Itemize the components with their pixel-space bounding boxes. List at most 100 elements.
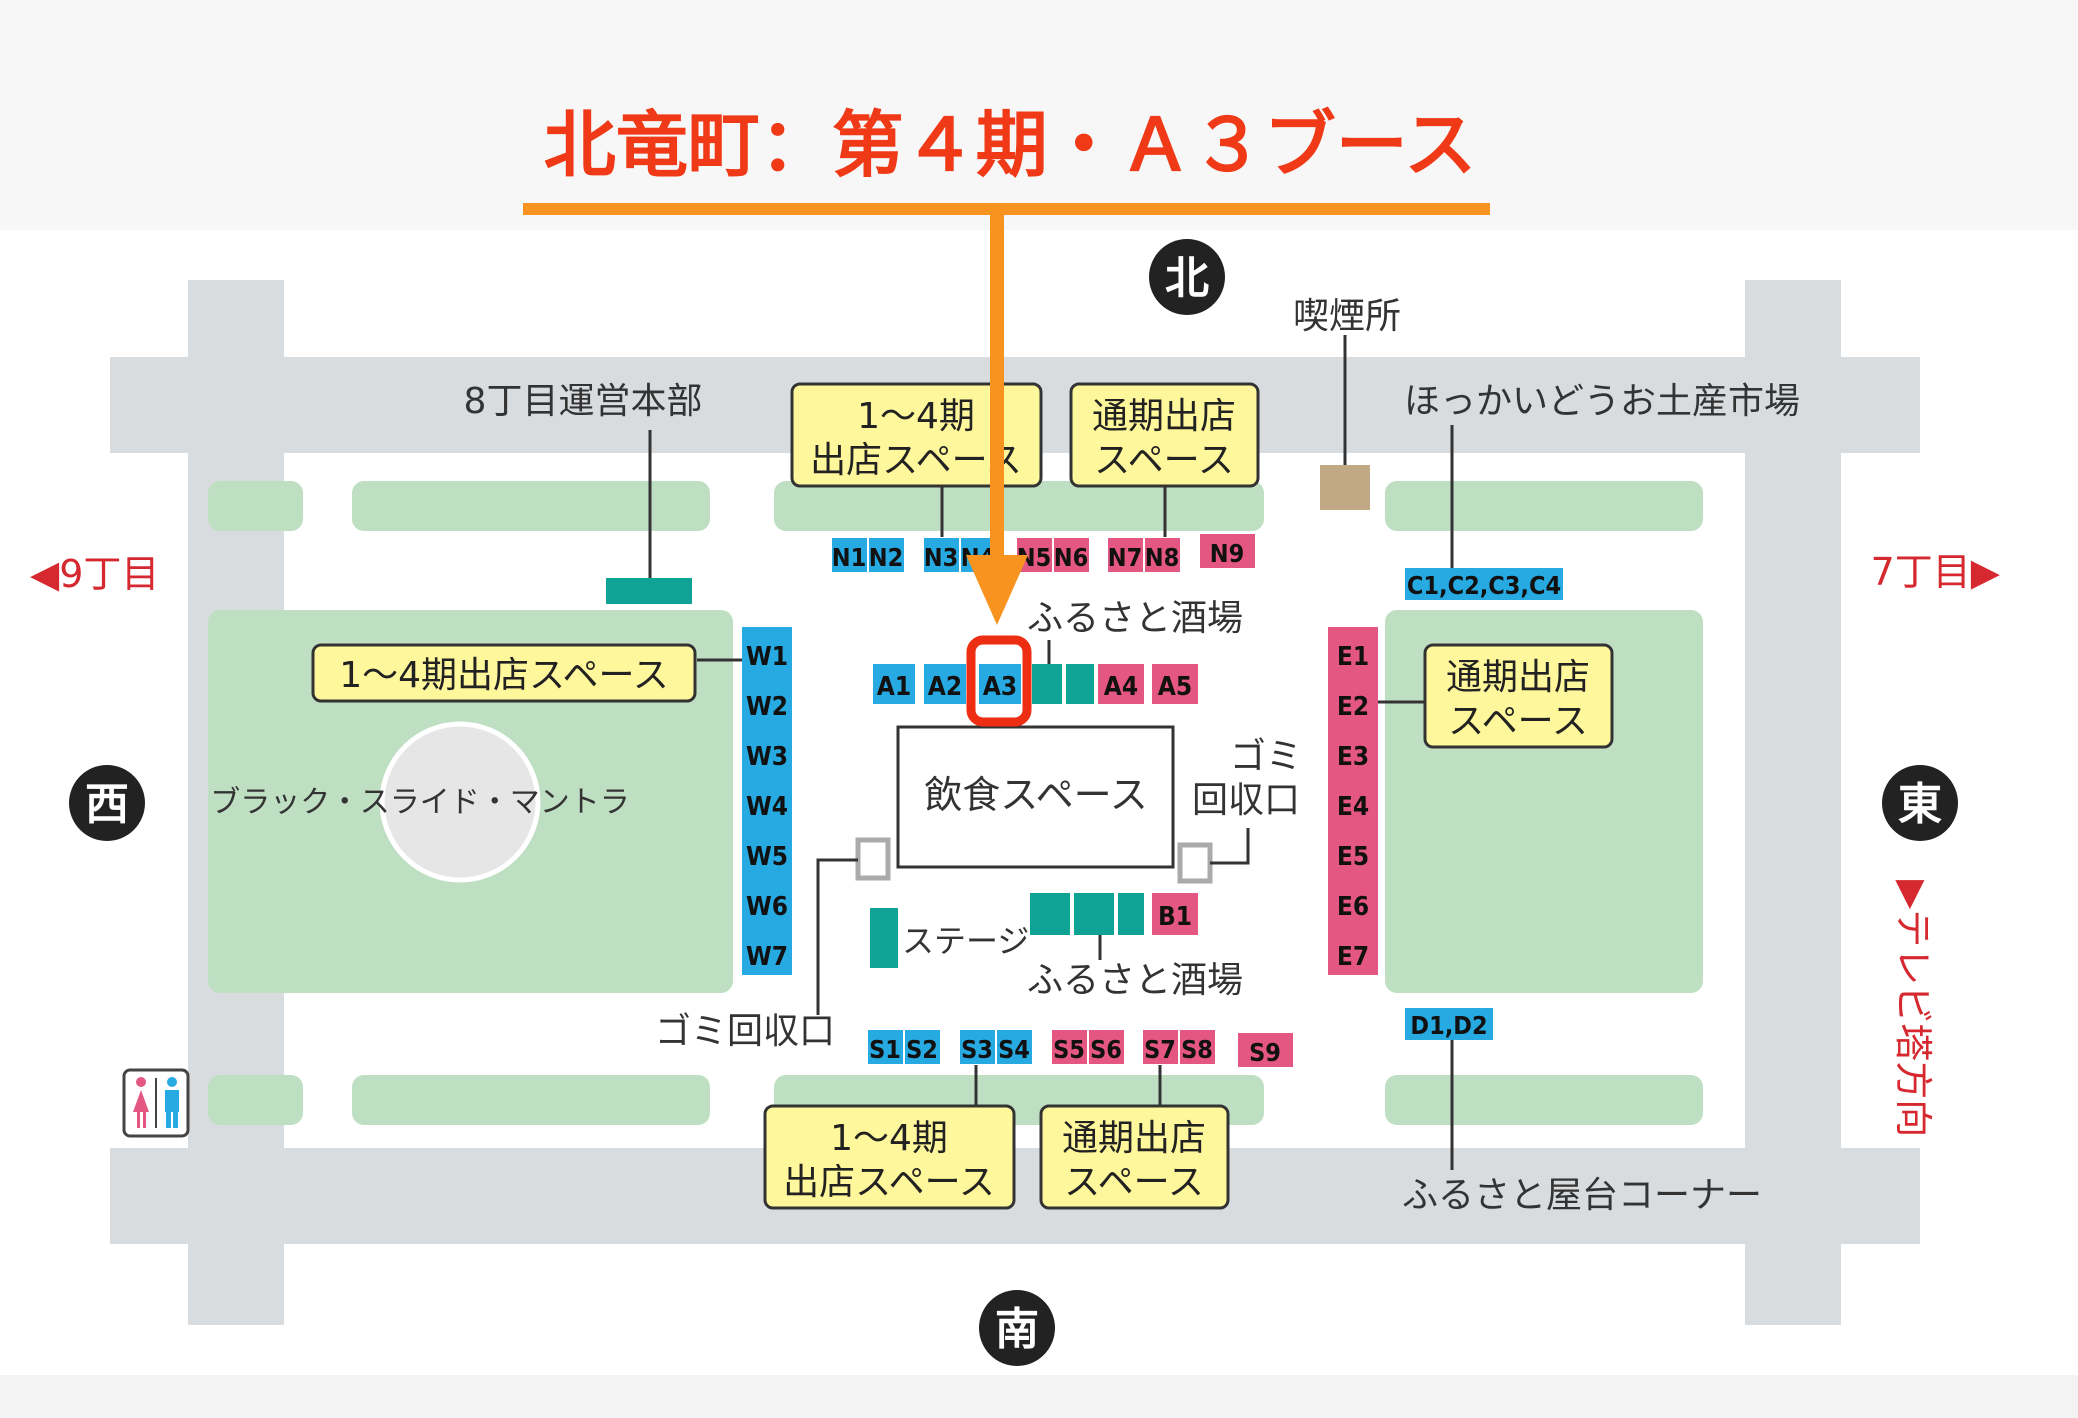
booth-n1-label: N1 — [832, 543, 866, 572]
green-strip — [352, 481, 710, 531]
booth-n9-label: N9 — [1210, 539, 1244, 568]
booth-a2[interactable] — [924, 664, 966, 704]
arrow-shaft — [990, 210, 1004, 575]
hq-booth — [606, 578, 692, 604]
booth-w5-label[interactable]: W5 — [746, 842, 788, 872]
a-row-booths: A1 A2 A3 A4 A5 — [873, 664, 1198, 704]
booth-s3-label: S3 — [961, 1035, 993, 1064]
booth-n1[interactable] — [832, 538, 867, 572]
pointer-arrow — [966, 210, 1028, 625]
booth-s7[interactable] — [1143, 1030, 1178, 1064]
booth-e5-label[interactable]: E5 — [1337, 842, 1369, 872]
east-full-box — [1423, 643, 1614, 749]
booth-e2-label[interactable]: E2 — [1337, 692, 1369, 722]
east-badge — [1882, 765, 1958, 841]
booth-e3-label[interactable]: E3 — [1337, 742, 1369, 772]
north-booths: N1 N2 N3 N4 N5 N6 N7 N8 N9 — [832, 534, 1255, 572]
booth-b1-label: B1 — [1158, 902, 1192, 932]
sakaba-booth — [1066, 664, 1094, 704]
garbage-right-label-2: 回収口 — [1192, 780, 1300, 821]
right-direction: 7丁目▶ — [1871, 550, 2001, 594]
page-title: 北竜町：第４期・Ａ３ブース — [544, 103, 1476, 187]
north-14-line2: 出店スペース — [810, 440, 1022, 481]
garbage-point-right — [1177, 842, 1213, 884]
booth-e6-label[interactable]: E6 — [1337, 892, 1369, 922]
west-label: 西 — [85, 779, 129, 830]
booth-e1-label[interactable]: E1 — [1337, 642, 1369, 672]
booth-s5[interactable] — [1052, 1030, 1087, 1064]
booth-w2-label[interactable]: W2 — [746, 692, 788, 722]
booth-n8[interactable] — [1145, 538, 1180, 572]
south-14-box — [763, 1104, 1016, 1210]
green-strip — [1385, 1075, 1703, 1125]
sakaba-booth — [1032, 664, 1062, 704]
south-label: 南 — [995, 1304, 1039, 1355]
booth-n3-label: N3 — [924, 543, 958, 572]
yatai-label: ふるさと屋台コーナー — [1402, 1175, 1762, 1216]
booth-a3[interactable] — [979, 664, 1021, 704]
west-14-label: 1～4期出店スペース — [339, 655, 669, 696]
north-full-line1: 通期出店 — [1092, 396, 1236, 437]
booth-n8-label: N8 — [1145, 543, 1179, 572]
south-14-line2: 出店スペース — [783, 1162, 995, 1203]
booth-e4-label[interactable]: E4 — [1337, 792, 1369, 822]
booth-w6-label[interactable]: W6 — [746, 892, 788, 922]
booth-n7-label: N7 — [1108, 543, 1142, 572]
yellow-boxes: 1～4期 出店スペース 通期出店 スペース 1～4期出店スペース 通期出店 スペ… — [311, 382, 1614, 1210]
compass: 北 南 西 東 — [69, 239, 1958, 1366]
booth-a1[interactable] — [873, 664, 915, 704]
green-strip — [208, 1075, 303, 1125]
booth-s1[interactable] — [868, 1030, 903, 1064]
south-14-line1: 1～4期 — [830, 1118, 948, 1159]
map-labels: 8丁目運営本部 喫煙所 ほっかいどうお土産市場 ふるさと酒場 ふるさと酒場 ゴミ… — [464, 296, 1800, 1216]
booth-s1-label: S1 — [869, 1035, 901, 1064]
booth-b1[interactable] — [1152, 893, 1198, 935]
green-strip — [208, 481, 303, 531]
booth-c-group[interactable] — [1405, 568, 1563, 600]
south-booths: S1 S2 S3 S4 S5 S6 S7 S8 S9 — [868, 1030, 1293, 1067]
booth-s8-label: S8 — [1181, 1035, 1213, 1064]
sakaba-booth — [1030, 893, 1070, 935]
booth-n9[interactable] — [1200, 534, 1255, 568]
booth-d-group[interactable] — [1405, 1008, 1493, 1040]
booth-s2[interactable] — [905, 1030, 940, 1064]
booth-a2-label: A2 — [928, 672, 962, 702]
booth-s2-label: S2 — [906, 1035, 938, 1064]
east-booths: E1 E2 E3 E4 E5 E6 E7 — [1328, 627, 1378, 975]
west-14-box — [311, 643, 697, 703]
booth-n6[interactable] — [1054, 538, 1089, 572]
header-band — [0, 0, 2078, 230]
booth-s8[interactable] — [1180, 1030, 1215, 1064]
south-full-line2: スペース — [1064, 1162, 1204, 1203]
footer-band — [0, 1375, 2078, 1418]
hq-label: 8丁目運営本部 — [464, 381, 703, 422]
booth-s4[interactable] — [997, 1030, 1032, 1064]
market-label: ほっかいどうお土産市場 — [1404, 381, 1800, 422]
booth-s3[interactable] — [960, 1030, 995, 1064]
booth-a5[interactable] — [1152, 664, 1198, 704]
north-14-line1: 1～4期 — [857, 396, 975, 437]
garbage-point-left — [855, 837, 891, 881]
south-full-box — [1039, 1104, 1230, 1210]
booth-a4[interactable] — [1098, 664, 1144, 704]
east-booth-column — [1328, 627, 1378, 975]
booth-w7-label[interactable]: W7 — [746, 942, 788, 972]
booth-n7[interactable] — [1108, 538, 1143, 572]
a3-highlight — [966, 635, 1032, 727]
east-full-line2: スペース — [1448, 701, 1588, 742]
booth-s9[interactable] — [1238, 1033, 1293, 1067]
booth-n3[interactable] — [924, 538, 959, 572]
booth-w4-label[interactable]: W4 — [746, 792, 788, 822]
booth-s6[interactable] — [1089, 1030, 1124, 1064]
food-space — [896, 725, 1175, 869]
north-full-box — [1069, 382, 1260, 488]
booth-e7-label[interactable]: E7 — [1337, 942, 1369, 972]
east-road — [1745, 280, 1841, 1325]
booth-w3-label[interactable]: W3 — [746, 742, 788, 772]
tv-tower-direction: ▶テレビ塔方向 — [1891, 880, 1935, 1137]
east-full-line1: 通期出店 — [1446, 657, 1590, 698]
booth-w1-label[interactable]: W1 — [746, 642, 788, 672]
west-badge — [69, 765, 145, 841]
booth-n2[interactable] — [869, 538, 904, 572]
